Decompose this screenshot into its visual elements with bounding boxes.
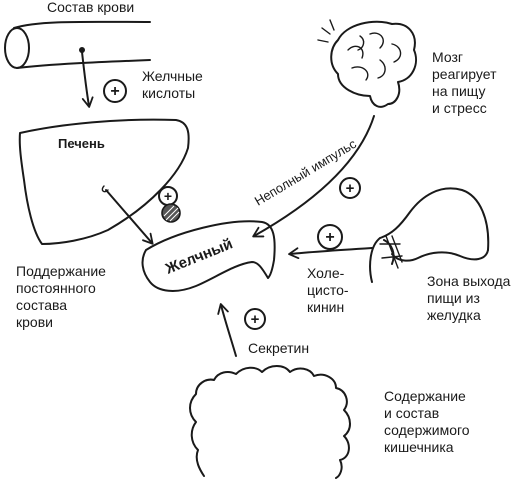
secretin-label: Секретин bbox=[248, 340, 310, 356]
svg-text:+: + bbox=[346, 180, 355, 197]
bile-acids-arrow bbox=[81, 51, 94, 108]
brain-reacts-label: Мозг реагирует на пищу и стресс bbox=[432, 49, 497, 116]
brain-icon bbox=[317, 19, 417, 108]
plus-sign-icon: + bbox=[339, 177, 361, 199]
cholecystokinin-arrow bbox=[288, 247, 373, 260]
secretin-arrow bbox=[217, 303, 237, 357]
blood-composition-label: Состав крови bbox=[47, 0, 135, 15]
svg-text:+: + bbox=[325, 229, 334, 246]
stomach-exit-label: Зона выхода пищи из желудка bbox=[427, 273, 511, 323]
cholecystokinin-label: Холе- цисто- кинин bbox=[307, 265, 349, 315]
plus-sign-icon: + bbox=[103, 79, 127, 103]
nerve-impulse-label: Неполный импульс bbox=[252, 136, 359, 209]
intestine-icon bbox=[189, 365, 351, 479]
bile-acids-label: Желчные кислоты bbox=[142, 68, 203, 101]
svg-text:+: + bbox=[164, 188, 172, 204]
plus-sign-icon: + bbox=[158, 186, 178, 206]
svg-text:+: + bbox=[251, 311, 260, 328]
plus-sign-icon: + bbox=[317, 224, 343, 250]
liver-to-gallbladder-arrow bbox=[105, 189, 154, 245]
stomach-exit-icon bbox=[369, 187, 490, 283]
gallbladder-shape bbox=[141, 220, 276, 292]
maintain-blood-label: Поддержание постоянного состава крови bbox=[16, 263, 106, 330]
plus-sign-icon: + bbox=[244, 308, 266, 330]
inhibition-sign-icon bbox=[161, 203, 181, 223]
svg-text:+: + bbox=[110, 83, 119, 100]
nerve-impulse-arrow bbox=[252, 115, 375, 238]
liver-label: Печень bbox=[58, 136, 105, 151]
intestine-content-label: Содержание и состав содержимого кишечник… bbox=[384, 388, 470, 455]
blood-vessel-icon bbox=[4, 20, 151, 69]
